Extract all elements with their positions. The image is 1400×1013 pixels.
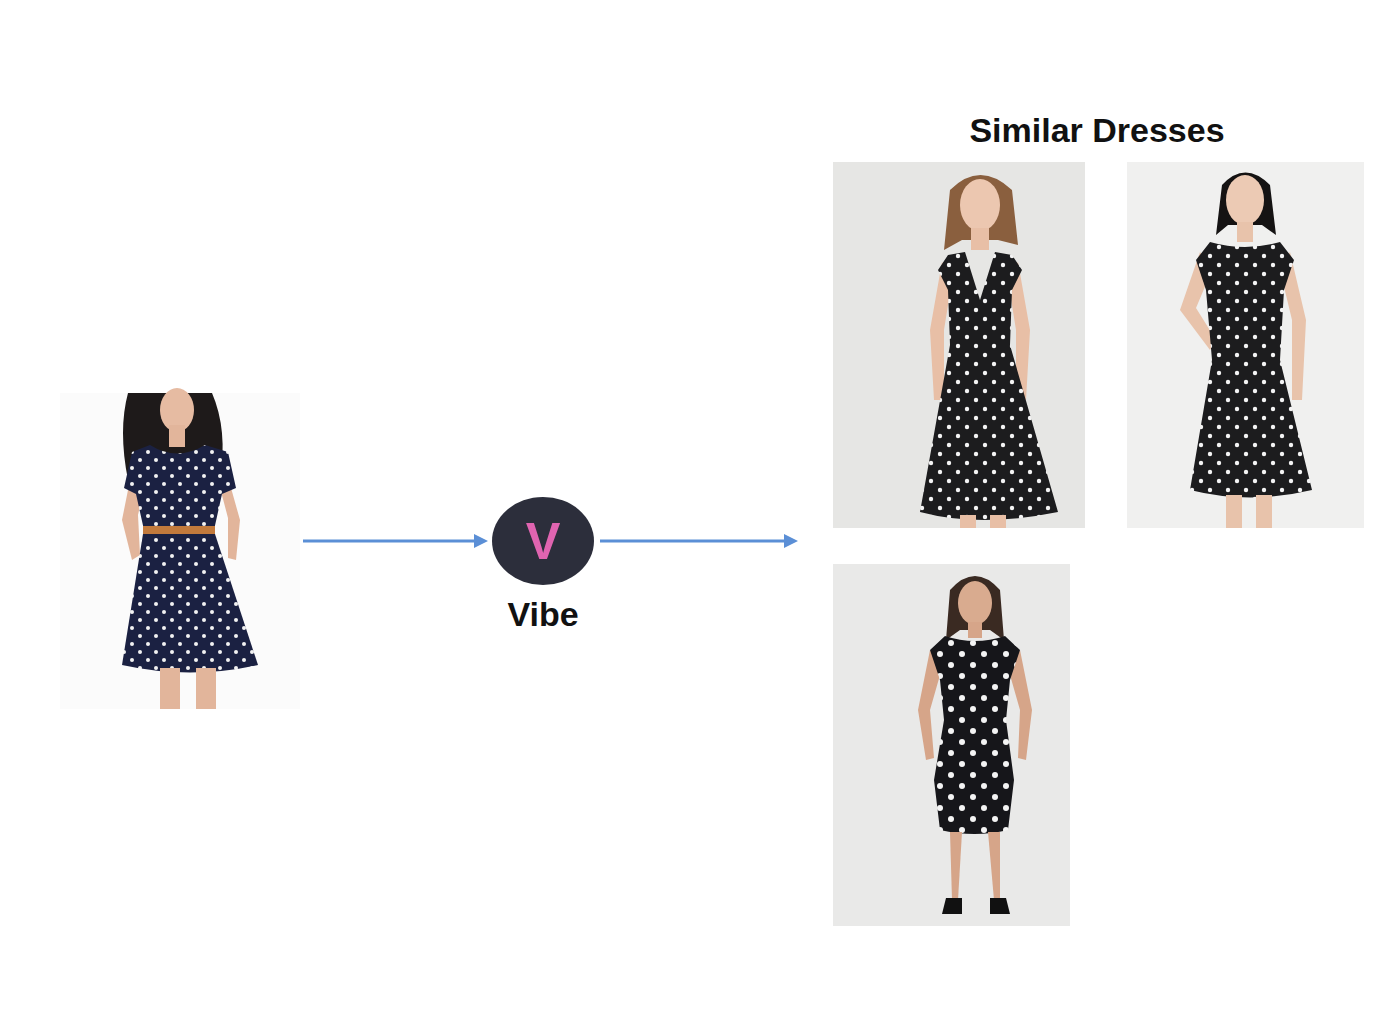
leg [160, 668, 180, 709]
leg [990, 515, 1006, 528]
face [958, 581, 992, 625]
leg [988, 832, 1000, 900]
dress [930, 636, 1020, 834]
neck [968, 622, 982, 638]
logo-letter: V [491, 496, 595, 586]
dress [1190, 242, 1312, 498]
face [960, 179, 1000, 231]
dress-bodice [124, 445, 236, 530]
neck [169, 425, 185, 447]
dress [920, 252, 1058, 520]
photo-ground [1127, 162, 1364, 528]
result-photo [833, 564, 1070, 926]
belt [143, 526, 215, 534]
circle-fill [492, 497, 594, 585]
photo-ground [833, 162, 1085, 528]
shoe [942, 898, 962, 914]
leg [1226, 495, 1242, 528]
arrow-head [474, 534, 488, 548]
result-photo [1127, 162, 1364, 528]
hair [944, 175, 1018, 250]
neck [1237, 222, 1253, 242]
result-photo [833, 162, 1085, 528]
arrow-line [303, 540, 475, 543]
node-label: Vibe [443, 594, 643, 634]
flow-arrow [600, 534, 798, 548]
vibe-circle: VVibe [491, 496, 595, 586]
group-heading: Similar Dresses [800, 108, 1394, 152]
face [1226, 175, 1264, 225]
input-photo [60, 388, 300, 709]
photo-ground [833, 564, 1070, 926]
photo-ground [60, 393, 300, 709]
arrow-head [784, 534, 798, 548]
leg [950, 832, 962, 900]
shoe [990, 898, 1010, 914]
leg [1256, 495, 1272, 528]
leg [196, 668, 216, 709]
dress-skirt [122, 534, 258, 673]
leg [960, 515, 976, 528]
neck [971, 228, 989, 250]
result-group: Similar Dresses [800, 108, 1394, 928]
arrow-line [600, 540, 786, 543]
input-arrow [303, 534, 488, 548]
hair [946, 576, 1004, 640]
